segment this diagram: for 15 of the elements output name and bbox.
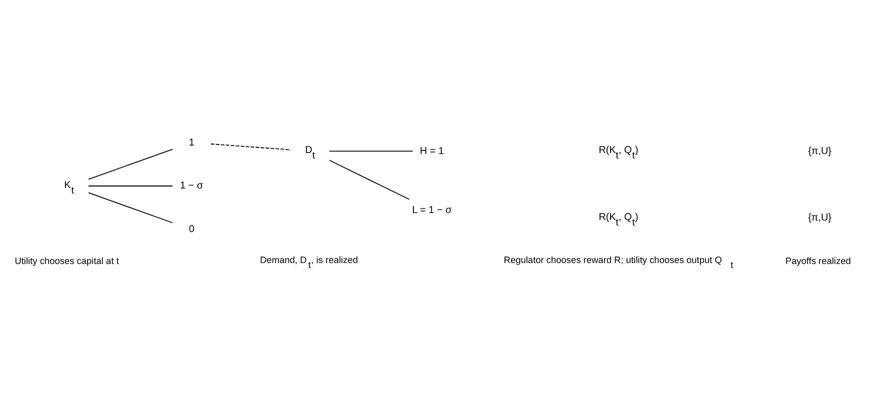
node-text: L = 1 − σ bbox=[412, 204, 452, 216]
label: {π,U} bbox=[808, 145, 832, 156]
connector bbox=[88, 185, 173, 186]
connector bbox=[88, 148, 173, 180]
connector bbox=[88, 192, 173, 223]
label: Utility chooses capital at t bbox=[14, 255, 119, 266]
node-text: 0 bbox=[188, 224, 194, 234]
connector bbox=[328, 150, 414, 152]
connector bbox=[328, 159, 410, 200]
label: Payoffs realized bbox=[785, 255, 851, 266]
node-text: 1 bbox=[188, 136, 194, 148]
label: {π,U} bbox=[808, 212, 832, 224]
node-text: H = 1 bbox=[420, 145, 444, 156]
connector bbox=[210, 143, 292, 150]
node-text: 1 − σ bbox=[180, 180, 203, 192]
